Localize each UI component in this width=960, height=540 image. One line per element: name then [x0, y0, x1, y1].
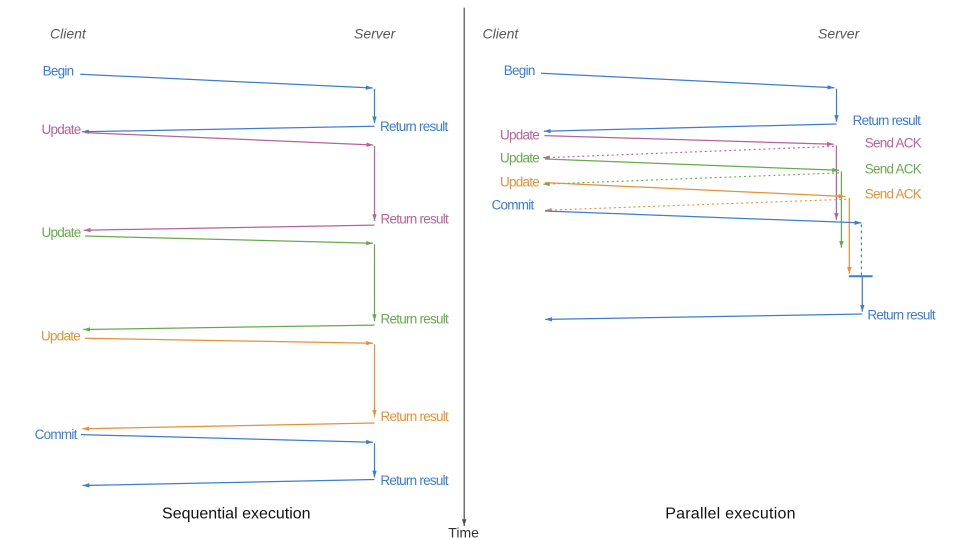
svg-text:Sequential execution: Sequential execution — [162, 505, 311, 522]
svg-text:Client: Client — [483, 25, 520, 41]
svg-text:Return result: Return result — [381, 211, 450, 226]
svg-text:Commit: Commit — [35, 427, 78, 442]
svg-text:Send ACK: Send ACK — [865, 136, 922, 151]
svg-text:Time: Time — [448, 525, 479, 540]
svg-text:Return result: Return result — [380, 119, 449, 134]
svg-text:Server: Server — [818, 25, 861, 41]
svg-text:Client: Client — [50, 25, 87, 41]
svg-text:Return result: Return result — [380, 473, 449, 488]
svg-text:Update: Update — [500, 151, 539, 166]
svg-text:Begin: Begin — [504, 63, 535, 78]
svg-text:Update: Update — [500, 128, 539, 143]
svg-text:Server: Server — [354, 25, 397, 41]
svg-text:Update: Update — [42, 122, 81, 137]
svg-text:Return result: Return result — [381, 409, 450, 424]
svg-text:Commit: Commit — [492, 198, 535, 213]
svg-text:Return result: Return result — [867, 308, 936, 323]
svg-text:Return result: Return result — [381, 311, 450, 326]
svg-text:Send ACK: Send ACK — [865, 162, 922, 177]
svg-text:Return result: Return result — [853, 113, 922, 128]
svg-text:Update: Update — [500, 174, 539, 189]
svg-text:Update: Update — [41, 328, 80, 343]
svg-text:Update: Update — [42, 225, 81, 240]
svg-text:Send ACK: Send ACK — [865, 187, 922, 202]
svg-text:Parallel execution: Parallel execution — [665, 505, 796, 522]
svg-text:Begin: Begin — [43, 64, 74, 79]
